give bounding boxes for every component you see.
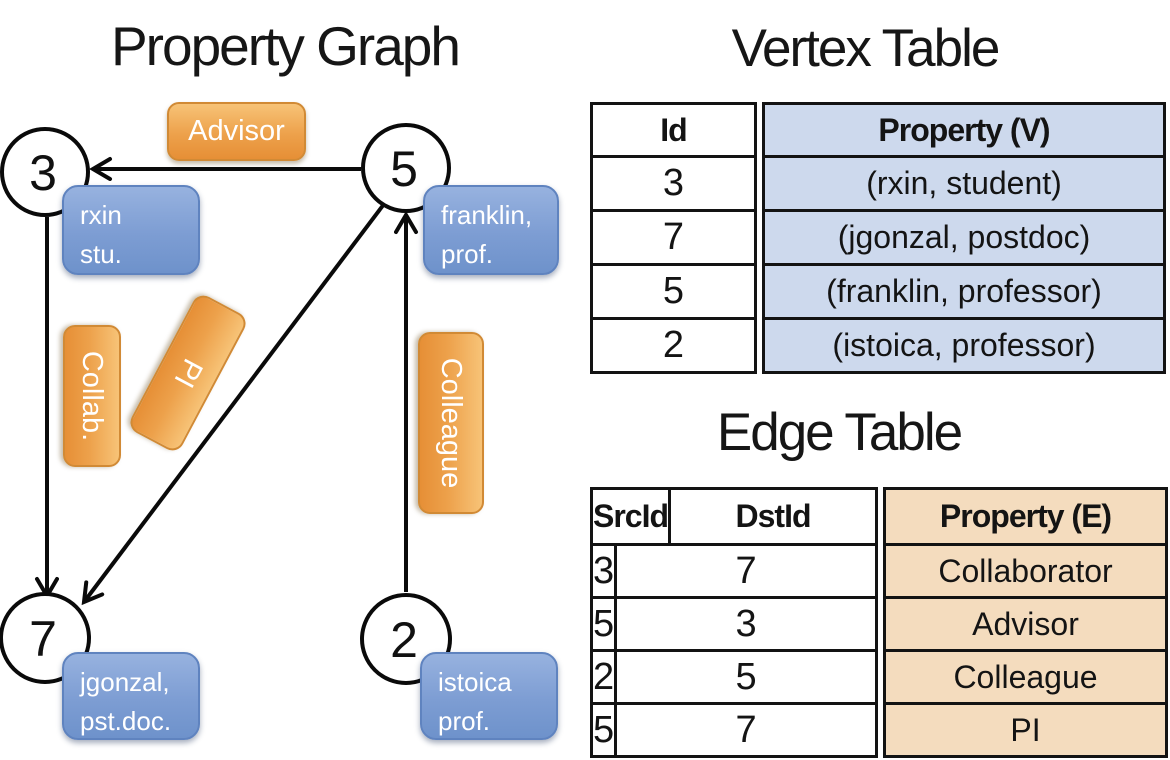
vertex-table: Id 3 7 5 2 Property (V) (rxin, student) … bbox=[590, 102, 1166, 374]
vertex-node-5-id: 5 bbox=[390, 141, 418, 197]
vertex-table-cell-property: (istoica, professor) bbox=[765, 317, 1163, 371]
vertex-property-box-3: rxin stu. bbox=[62, 185, 200, 275]
edge-table-cell-dstid: 7 bbox=[617, 702, 875, 755]
vertex-table-cell-property: (jgonzal, postdoc) bbox=[765, 209, 1163, 263]
vertex-node-7-id: 7 bbox=[29, 611, 57, 667]
property-graph-title: Property Graph bbox=[110, 15, 461, 77]
edge-table-cell-property: Colleague bbox=[886, 649, 1165, 702]
vertex-property-line: prof. bbox=[441, 239, 494, 269]
vertex-property-box-7: jgonzal, pst.doc. bbox=[62, 652, 200, 740]
vertex-table-cell-id: 2 bbox=[593, 317, 754, 371]
vertex-table-property-column: Property (V) (rxin, student) (jgonzal, p… bbox=[762, 102, 1166, 374]
vertex-table-cell-property: (franklin, professor) bbox=[765, 263, 1163, 317]
vertex-property-line: franklin, bbox=[441, 200, 533, 230]
vertex-property-line: istoica bbox=[438, 667, 512, 697]
vertex-table-header-property: Property (V) bbox=[878, 111, 1050, 148]
vertex-table-cell-property: (rxin, student) bbox=[765, 155, 1163, 209]
edge-table-cell-srcid: 5 bbox=[593, 702, 618, 755]
vertex-table-id-column: Id 3 7 5 2 bbox=[590, 102, 757, 374]
edge-table: SrcId DstId 3 7 5 3 2 5 5 7 Property (E)… bbox=[590, 487, 1168, 758]
edge-table-header-property: Property (E) bbox=[939, 498, 1112, 534]
vertex-property-line: jgonzal, bbox=[80, 667, 170, 697]
edge-label-advisor: Advisor bbox=[167, 102, 306, 161]
vertex-table-cell-id: 7 bbox=[593, 209, 754, 263]
edge-table-header-srcid: SrcId bbox=[593, 490, 672, 543]
vertex-table-title: Vertex Table bbox=[731, 19, 1001, 78]
vertex-table-cell-id: 5 bbox=[593, 263, 754, 317]
vertex-table-cell-id: 3 bbox=[593, 155, 754, 209]
edge-pi-5-to-7 bbox=[81, 202, 386, 606]
vertex-table-header-id: Id bbox=[660, 111, 687, 148]
edge-label-colleague: Colleague bbox=[418, 332, 484, 514]
edge-table-id-columns: SrcId DstId 3 7 5 3 2 5 5 7 bbox=[590, 487, 878, 758]
vertex-property-box-2: istoica prof. bbox=[420, 652, 558, 740]
vertex-property-box-5: franklin, prof. bbox=[423, 185, 559, 275]
edge-table-cell-dstid: 3 bbox=[617, 596, 875, 649]
edge-table-header-dstid: DstId bbox=[735, 498, 812, 534]
vertex-node-2-id: 2 bbox=[390, 612, 418, 668]
vertex-property-line: stu. bbox=[80, 239, 122, 269]
edge-table-property-column: Property (E) Collaborator Advisor Collea… bbox=[883, 487, 1168, 758]
edge-table-title: Edge Table bbox=[716, 403, 963, 462]
edge-table-cell-property: Collaborator bbox=[886, 543, 1165, 596]
edge-table-cell-srcid: 3 bbox=[593, 543, 618, 596]
vertex-property-line: rxin bbox=[80, 200, 122, 230]
vertex-property-line: pst.doc. bbox=[80, 706, 172, 736]
edge-table-cell-dstid: 5 bbox=[617, 649, 875, 702]
edge-table-cell-property: Advisor bbox=[886, 596, 1165, 649]
vertex-property-line: prof. bbox=[438, 706, 491, 736]
vertex-node-3-id: 3 bbox=[29, 145, 57, 201]
edge-table-cell-srcid: 5 bbox=[593, 596, 618, 649]
edge-table-cell-property: PI bbox=[886, 702, 1165, 755]
edge-label-collab: Collab. bbox=[63, 325, 121, 467]
edge-table-cell-srcid: 2 bbox=[593, 649, 618, 702]
edge-table-cell-dstid: 7 bbox=[617, 543, 875, 596]
